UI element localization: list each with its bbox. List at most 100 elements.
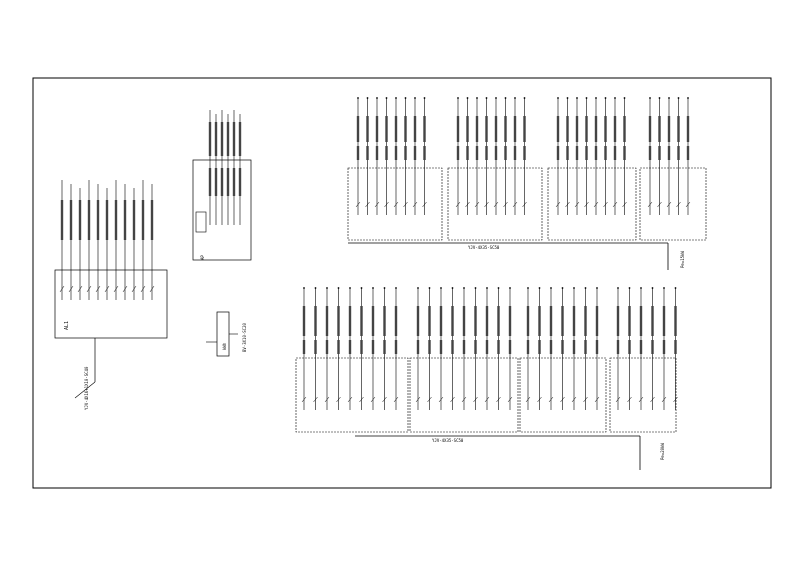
feeder-circuit [374, 97, 380, 215]
feeder-circuit [384, 97, 389, 215]
distribution-box [447, 167, 543, 241]
feeder-circuit [355, 97, 361, 215]
lower-incoming-note: Pe=20kW [660, 443, 665, 460]
feeder-circuit [450, 287, 455, 410]
feeder-circuit [537, 287, 542, 410]
feeder-circuit [493, 97, 499, 215]
feeder-circuit [507, 287, 513, 410]
feeder-circuit [403, 97, 408, 215]
distribution-box [295, 357, 409, 433]
left-panel-frame [54, 269, 168, 339]
feeder-circuit [473, 287, 478, 410]
feeder-circuit [574, 97, 580, 215]
small-panel-label: AP [200, 255, 205, 260]
feeder-circuit [113, 180, 119, 300]
feeder-circuit [149, 184, 155, 300]
upper-row-panels: YJV-4X35-SC50 Pe=15kW [347, 97, 707, 270]
feeder-circuit [427, 287, 432, 410]
feeder-circuit [412, 97, 418, 215]
feeder-circuit [393, 287, 399, 410]
left-panel-incoming-label: YJV-4X16+1X10-SC40 [84, 366, 89, 410]
feeder-circuit [525, 287, 531, 410]
feeder-circuit [232, 110, 236, 225]
lower-bus-label: YJV-4X35-SC50 [432, 438, 464, 443]
upper-incoming-note: Pe=15kW [680, 251, 685, 268]
feeder-circuit [512, 97, 518, 215]
feeder-circuit [370, 287, 376, 410]
feeder-circuit [560, 287, 565, 410]
feeder-circuit [220, 110, 224, 225]
feeder-circuit [238, 114, 242, 225]
feeder-circuit [571, 287, 577, 410]
feeder-circuit [104, 188, 110, 300]
distribution-box [347, 167, 443, 241]
feeder-circuit [583, 287, 588, 410]
feeder-circuit [638, 287, 644, 410]
small-distribution-panel: AP [192, 110, 252, 261]
feeder-circuit [612, 97, 618, 215]
left-panel-label: AL1 [64, 321, 70, 330]
feeder-circuit [496, 287, 501, 410]
feeder-circuit [627, 287, 632, 410]
feeder-circuit [359, 287, 364, 410]
feeder-circuit [324, 287, 330, 410]
feeder-circuit [555, 97, 561, 215]
meter-box-cable-label: BV-3X10-SC20 [242, 323, 247, 352]
feeder-circuit [657, 97, 662, 215]
feeder-circuit [484, 287, 490, 410]
feeder-circuit [593, 97, 599, 215]
feeder-circuit [393, 97, 399, 215]
feeder-circuit [86, 180, 92, 300]
feeder-circuit [685, 97, 691, 215]
feeder-circuit [484, 97, 489, 215]
feeder-circuit [59, 180, 65, 300]
feeder-circuit [666, 97, 672, 215]
feeder-circuit [415, 287, 421, 410]
feeder-circuit [422, 97, 427, 215]
feeder-circuit [661, 287, 667, 410]
distribution-box [547, 167, 637, 241]
upper-bus-label: YJV-4X35-SC50 [468, 245, 500, 250]
feeder-circuit [673, 287, 678, 410]
feeder-circuit [622, 97, 627, 215]
feeder-circuit [313, 287, 318, 410]
feeder-circuit [455, 97, 461, 215]
feeder-circuit [522, 97, 527, 215]
feeder-circuit [676, 97, 681, 215]
feeder-circuit [461, 287, 467, 410]
feeder-circuit [474, 97, 480, 215]
drawing-border [32, 77, 772, 489]
left-distribution-panel: AL1 YJV-4X16+1X10-SC40 [54, 180, 168, 410]
feeder-circuit [336, 287, 341, 410]
feeder-circuit [122, 184, 128, 300]
feeder-circuit [214, 114, 218, 225]
feeder-circuit [68, 184, 74, 300]
feeder-circuit [594, 287, 600, 410]
feeder-circuit [226, 114, 230, 225]
feeder-circuit [438, 287, 444, 410]
feeder-circuit [95, 184, 101, 300]
distribution-box [519, 357, 607, 433]
feeder-circuit [347, 287, 353, 410]
meter-box: kWh BV-3X10-SC20 [206, 311, 247, 357]
feeder-circuit [503, 97, 508, 215]
feeder-circuit [650, 287, 655, 410]
feeder-circuit [465, 97, 470, 215]
lower-row-panels: YJV-4X35-SC50 Pe=20kW [295, 287, 678, 470]
feeder-circuit [140, 180, 146, 300]
feeder-circuit [77, 188, 83, 300]
feeder-circuit [565, 97, 570, 215]
meter-box-label: kWh [222, 342, 227, 350]
distribution-box [639, 167, 707, 241]
feeder-circuit [208, 110, 212, 225]
feeder-circuit [615, 287, 621, 410]
feeder-circuit [382, 287, 387, 410]
distribution-box [609, 357, 677, 433]
feeder-circuit [647, 97, 653, 215]
feeder-circuit [365, 97, 370, 215]
feeder-circuit [301, 287, 307, 410]
feeder-circuit [131, 188, 137, 300]
feeder-circuit [603, 97, 608, 215]
